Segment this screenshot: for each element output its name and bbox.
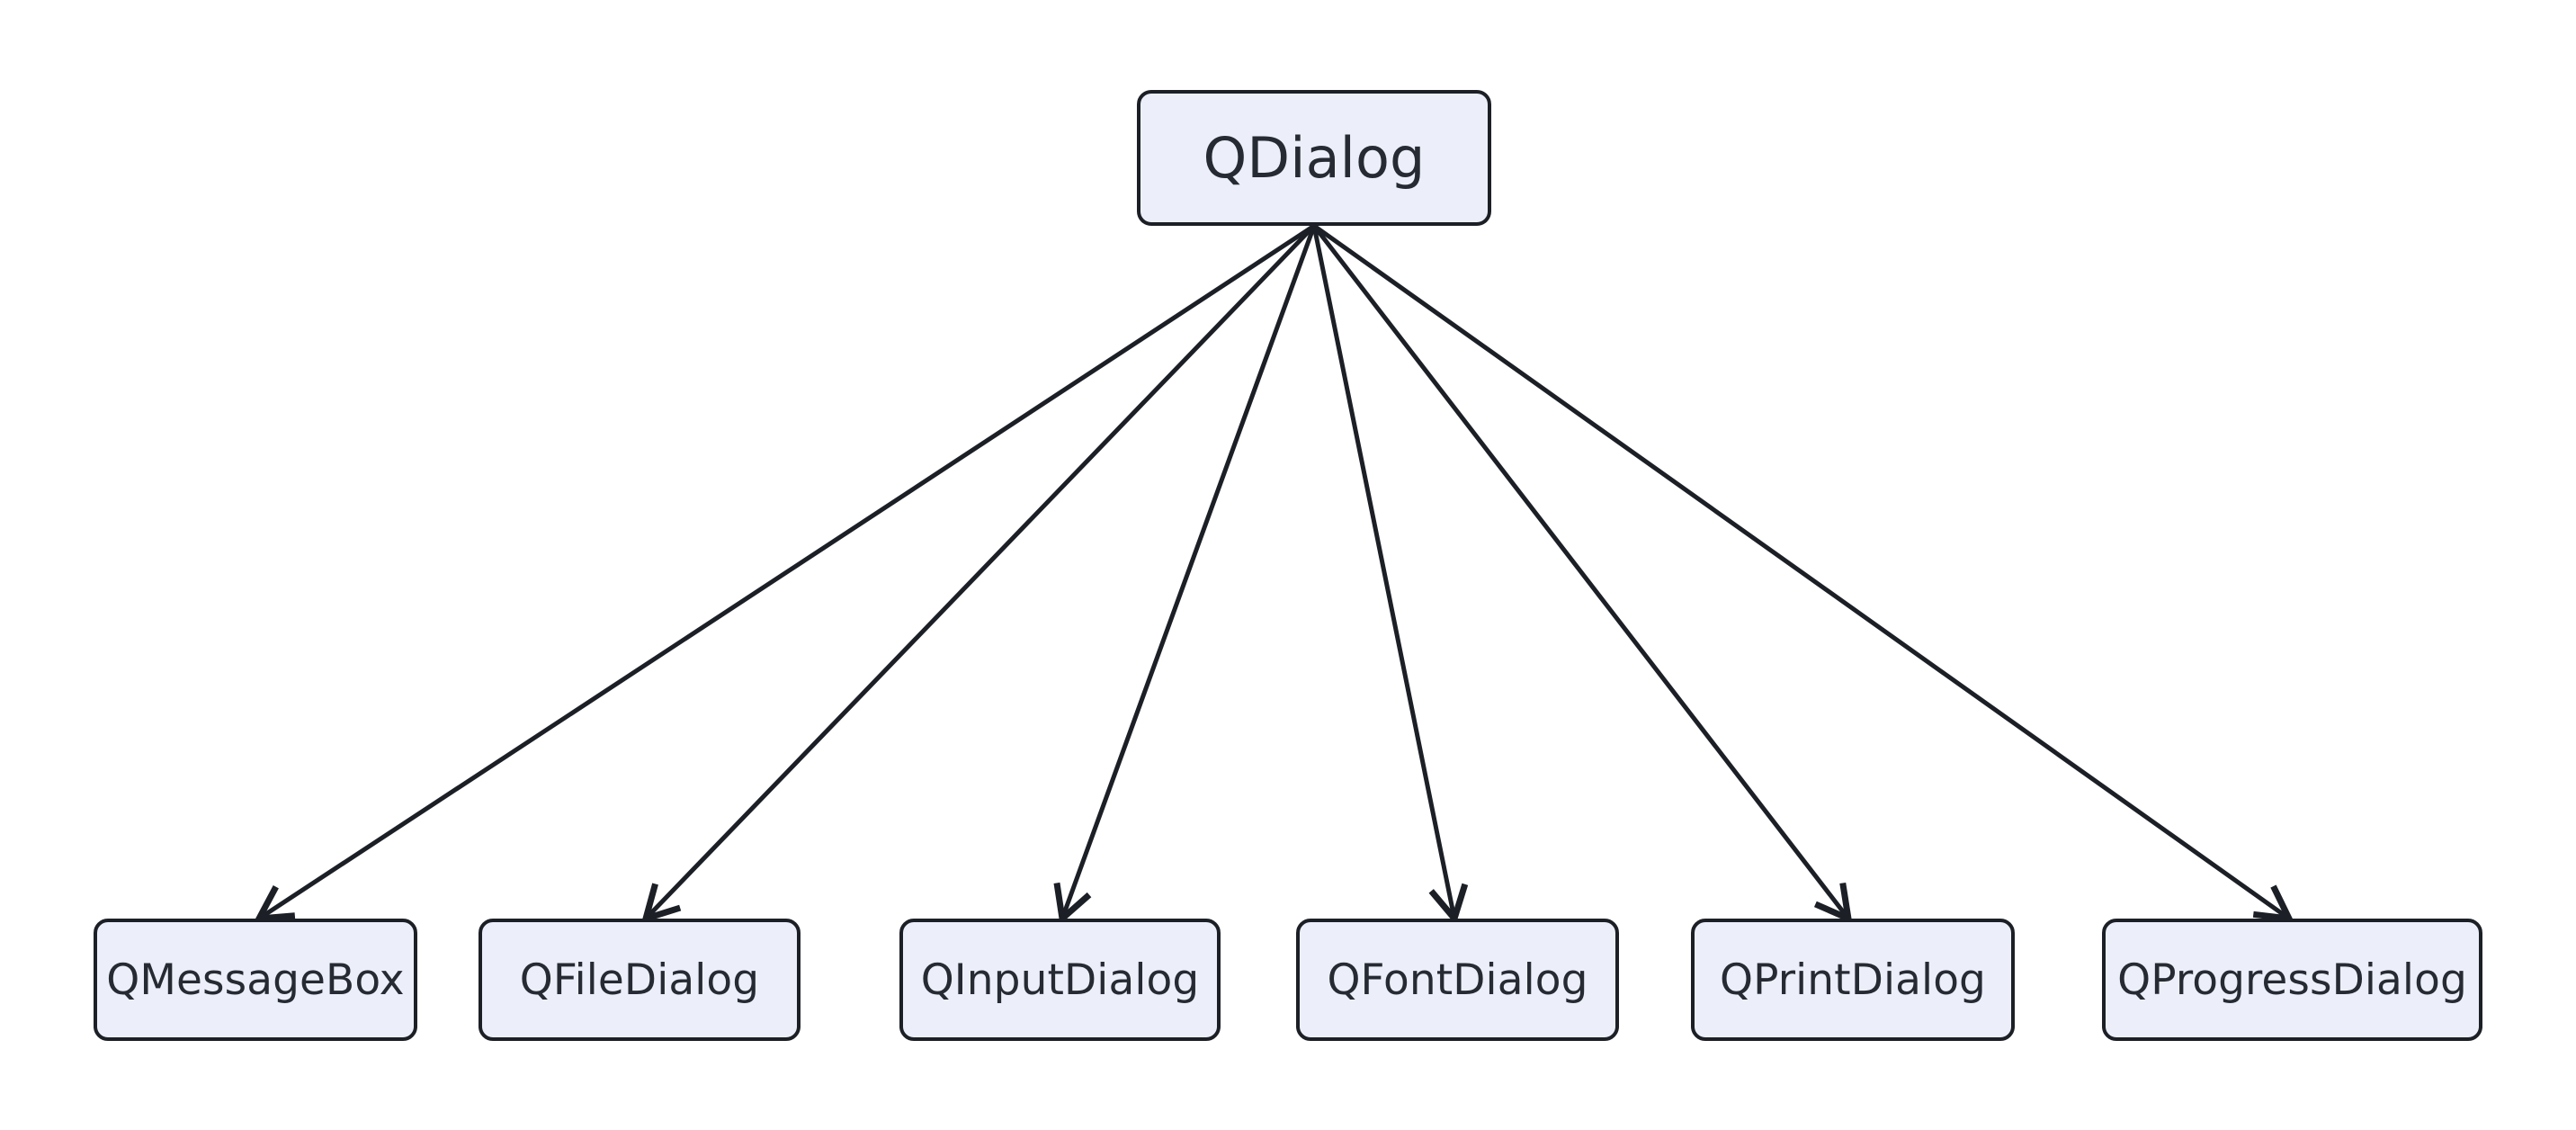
- edge-qdialog-to-qfiledialog: [640, 224, 1316, 924]
- node-qfontdialog-label: QFontDialog: [1327, 955, 1588, 1005]
- node-qfiledialog-label: QFileDialog: [519, 955, 760, 1005]
- edge-qdialog-to-qprintdialog: [1312, 224, 1853, 924]
- arrowhead-icon: [1428, 883, 1469, 926]
- node-qprogressdialog-label: QProgressDialog: [2117, 955, 2467, 1005]
- node-qprintdialog[interactable]: QPrintDialog: [1691, 919, 2015, 1041]
- arrowhead-icon: [253, 885, 296, 923]
- node-qprintdialog-label: QPrintDialog: [1719, 955, 1986, 1005]
- edge-line: [1311, 225, 1457, 919]
- node-qprogressdialog[interactable]: QProgressDialog: [2102, 919, 2482, 1041]
- edge-qdialog-to-qfontdialog: [1311, 225, 1469, 926]
- node-qdialog[interactable]: QDialog: [1137, 90, 1491, 226]
- edge-qdialog-to-qprogressdialog: [1312, 223, 2294, 923]
- arrowhead-icon: [1053, 882, 1092, 925]
- arrowhead-icon: [640, 883, 682, 924]
- node-qfiledialog[interactable]: QFileDialog: [479, 919, 801, 1041]
- edge-line: [1060, 225, 1317, 919]
- edge-line: [1312, 224, 1850, 920]
- edge-line: [1312, 223, 2291, 921]
- edge-qdialog-to-qinputdialog: [1053, 225, 1317, 925]
- node-qmessagebox-label: QMessageBox: [106, 955, 405, 1005]
- node-qmessagebox[interactable]: QMessageBox: [94, 919, 417, 1041]
- arrowhead-icon: [1813, 882, 1853, 924]
- node-qinputdialog-label: QInputDialog: [920, 955, 1200, 1005]
- edge-line: [644, 224, 1316, 920]
- node-qfontdialog[interactable]: QFontDialog: [1296, 919, 1619, 1041]
- arrowhead-icon: [2252, 884, 2294, 923]
- node-qdialog-label: QDialog: [1203, 124, 1426, 191]
- node-qinputdialog[interactable]: QInputDialog: [899, 919, 1221, 1041]
- edge-line: [257, 223, 1316, 921]
- edge-qdialog-to-qmessagebox: [253, 223, 1316, 923]
